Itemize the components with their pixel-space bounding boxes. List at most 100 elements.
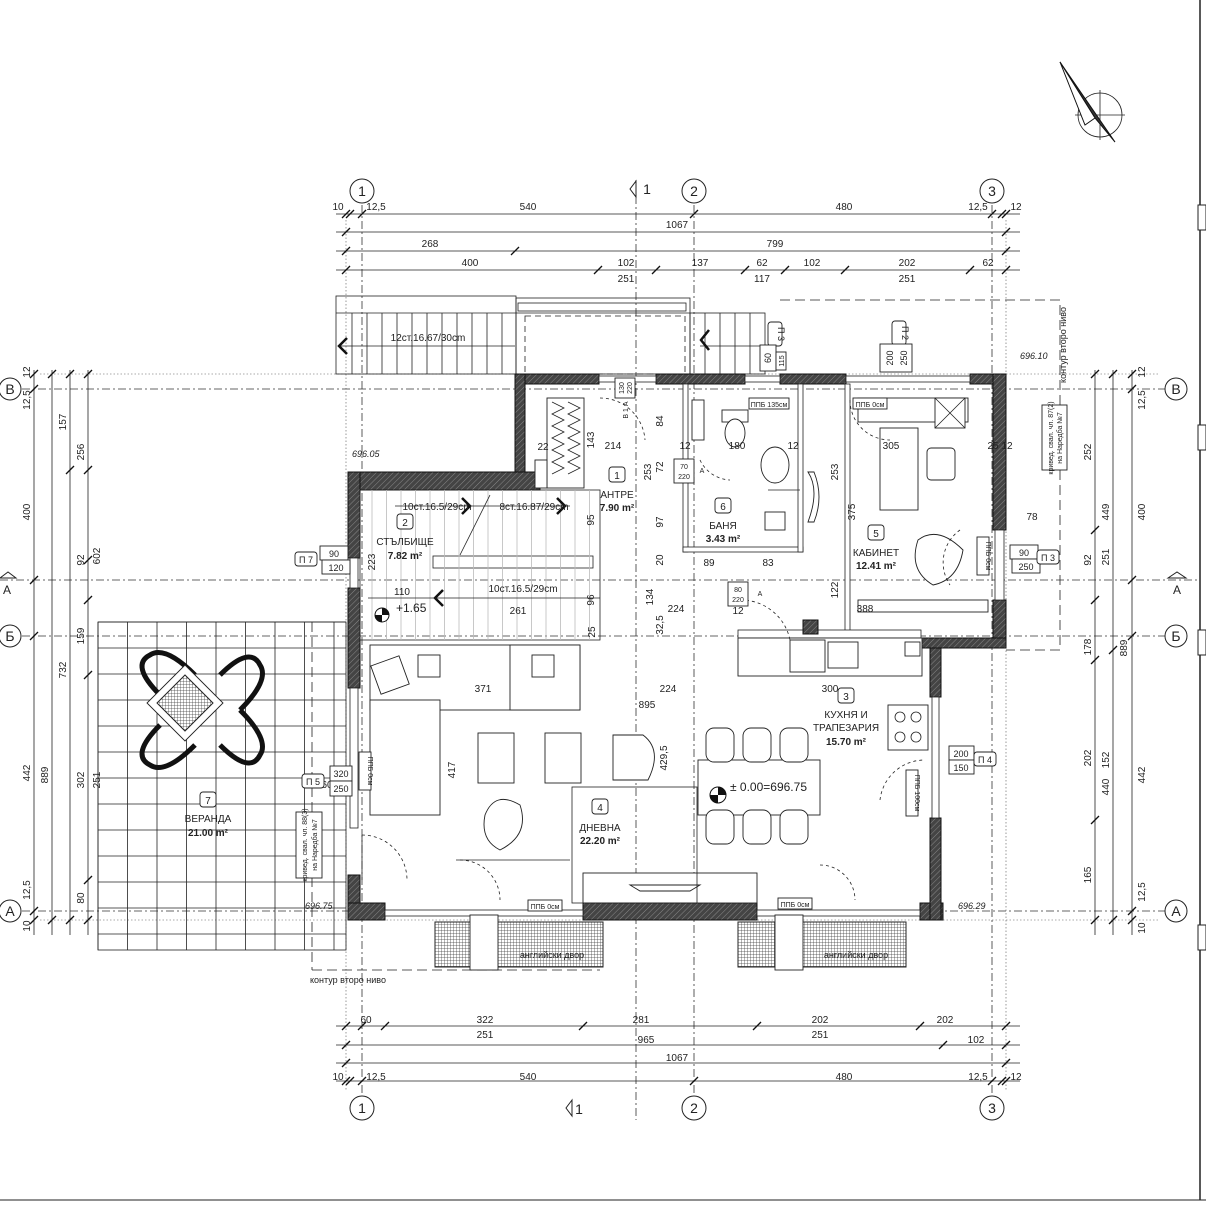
door-tag: А: [700, 468, 705, 475]
regulation-text: кривед. свал. чл. 88(3): [302, 808, 309, 881]
grid-axis-bubble-А: А: [1164, 899, 1188, 923]
dimension-interior: 60: [321, 780, 333, 791]
dimension-left: 12,5: [22, 390, 33, 410]
kitchen-furniture: [697, 637, 929, 845]
dimension-interior: 96: [586, 594, 597, 606]
dimension-tick: [510, 246, 520, 256]
dimension-tick: [578, 1021, 588, 1031]
grid-axis-label: А: [5, 903, 15, 919]
dimension-tick: [1090, 525, 1100, 535]
grid-lines: [0, 180, 1200, 1120]
dimension-tick: [65, 915, 75, 925]
dimension-tick: [1001, 265, 1011, 275]
dining-chair: [705, 727, 735, 763]
dimension-right: 442: [1137, 766, 1148, 783]
door-height: 220: [678, 474, 690, 481]
dimension-tick: [83, 670, 93, 680]
dimension-right: 440: [1101, 778, 1112, 795]
dimension-top: 62: [982, 258, 994, 269]
room-number: 6: [720, 502, 726, 513]
dimension-top: 137: [692, 258, 709, 269]
dimension-interior: 12: [787, 441, 799, 452]
dimension-tick: [1090, 595, 1100, 605]
dimension-tick: [651, 265, 661, 275]
dimension-left: 889: [40, 766, 51, 783]
opening-height: 250: [1018, 562, 1033, 572]
dimension-interior: 375: [847, 503, 858, 520]
door-swings: [361, 397, 961, 901]
room-living: 4 ДНЕВНА 22.20 m²: [579, 798, 621, 847]
dimension-tick: [1090, 915, 1100, 925]
dimension-tick: [341, 265, 351, 275]
regulation-note-right: кривед. свал. чл. 87(2) на Наредба №7: [1041, 401, 1068, 475]
dimension-interior: 122: [830, 581, 841, 598]
dimension-tick: [83, 369, 93, 379]
grid-axis-label: В: [5, 381, 14, 397]
dimension-bottom: 10: [332, 1072, 344, 1083]
grid-axis-bubble-3: 3: [979, 1095, 1005, 1121]
door-height: 220: [627, 382, 634, 394]
door-width: 130: [619, 382, 626, 394]
dimension-right: 165: [1083, 866, 1094, 883]
dimension-interior: 20: [655, 554, 666, 566]
regulation-text: на Наредба №7: [311, 819, 319, 871]
dimension-interior: 223: [367, 553, 378, 570]
wardrobe: [534, 397, 585, 489]
room-name: КАБИНЕТ: [853, 548, 899, 559]
level-value: ± 0.00=696.75: [730, 780, 807, 794]
dimension-left: 256: [76, 443, 87, 460]
grid-axis-bubble-А: А: [0, 899, 22, 923]
dimension-bottom: 251: [812, 1030, 829, 1041]
dimension-top: 251: [618, 274, 635, 285]
dimension-tick: [29, 915, 39, 925]
dimension-tick: [29, 384, 39, 394]
dimension-tick: [987, 209, 997, 219]
section-label: А: [1173, 583, 1181, 597]
opening-width: 320: [333, 769, 348, 779]
level-value: +1.65: [396, 601, 427, 615]
dining-chair: [742, 727, 772, 763]
dimension-left: 732: [58, 661, 69, 678]
level-mark-landing: +1.65: [374, 601, 427, 623]
dimension-bottom: 102: [968, 1035, 985, 1046]
section-label: А: [3, 583, 11, 597]
dimension-right: 449: [1101, 503, 1112, 520]
room-name: ДНЕВНА: [579, 823, 621, 834]
room-name: ВЕРАНДА: [185, 814, 232, 825]
corner-level-nw: 696.05: [352, 449, 381, 459]
dimension-lines: [33, 213, 1133, 1082]
dimension-tick: [83, 595, 93, 605]
dimension-bottom: 12: [1010, 1072, 1022, 1083]
stair-label-flight-1: 10ст.16.5/29cm: [402, 502, 471, 513]
dimension-interior: 83: [762, 558, 774, 569]
level-mark-zero: ± 0.00=696.75: [709, 780, 807, 804]
room-number: 3: [843, 692, 849, 703]
opening-width: 200: [885, 350, 895, 365]
dimension-top: 102: [804, 258, 821, 269]
room-bathroom: 6 БАНЯ 3.43 m²: [706, 497, 741, 545]
dimension-bottom: 202: [812, 1015, 829, 1026]
dimension-left: 12: [22, 366, 33, 378]
english-yard-label: английски двор: [824, 950, 888, 960]
dimension-tick: [997, 1076, 1007, 1086]
grid-axis-label: Б: [1171, 628, 1180, 644]
corner-level-sw: 696.75: [305, 901, 334, 911]
grid-axis-bubble-1: 1: [349, 1095, 375, 1121]
dimension-tick: [83, 915, 93, 925]
room-office: 5 КАБИНЕТ 12.41 m²: [853, 524, 899, 572]
dimension-tick: [997, 209, 1007, 219]
room-area: 22.20 m²: [580, 836, 621, 847]
living-furniture: [369, 644, 758, 904]
dimension-interior: 300: [822, 684, 839, 695]
dimension-tick: [29, 631, 39, 641]
dimension-tick: [1108, 645, 1118, 655]
english-yard-label: английски двор: [520, 950, 584, 960]
interior-stair: [359, 489, 601, 641]
grid-axis-bubble-В: В: [0, 377, 22, 401]
dimension-interior: 25: [587, 626, 598, 638]
grid-axis-label: 1: [358, 183, 366, 199]
grid-axis-bubble-Б: Б: [0, 624, 22, 648]
regulation-text: кривед. свал. чл. 87(2): [1048, 401, 1055, 474]
dimension-tick: [83, 465, 93, 475]
grid-axis-bubble-2: 2: [681, 178, 707, 204]
